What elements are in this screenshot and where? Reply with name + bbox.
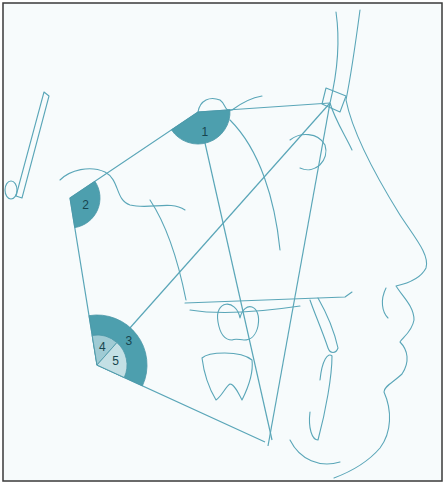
lower-incisor [309, 355, 332, 440]
angle-sector [171, 110, 230, 144]
symphysis [290, 440, 340, 464]
polygon-lines [70, 103, 330, 442]
callout-number: 3 [125, 335, 132, 347]
gonion-nasion-line [97, 103, 330, 365]
callout-number: 5 [112, 355, 119, 367]
upper-lip-inner [382, 288, 388, 318]
anatomy-outline [5, 10, 427, 478]
callout-number: 1 [201, 126, 208, 138]
nasion-menton-line [268, 103, 330, 446]
soft-tissue-profile [334, 10, 427, 478]
upper-molar [218, 304, 259, 340]
angle-sector [89, 315, 147, 386]
ear-ring [5, 181, 17, 199]
sella-gnathion-line [198, 112, 272, 440]
palatal-plane [185, 292, 352, 303]
ear-rod [16, 92, 49, 198]
frontal-bone [330, 12, 352, 150]
reference-lines [70, 103, 330, 446]
callout-number: 2 [82, 199, 89, 211]
lower-molar [202, 353, 252, 400]
angle-sector [70, 181, 100, 227]
upper-incisor [310, 298, 338, 353]
frame [3, 3, 442, 481]
angle-sectors [70, 110, 230, 386]
orbit-floor [230, 120, 280, 250]
callout-number: 4 [99, 341, 106, 353]
